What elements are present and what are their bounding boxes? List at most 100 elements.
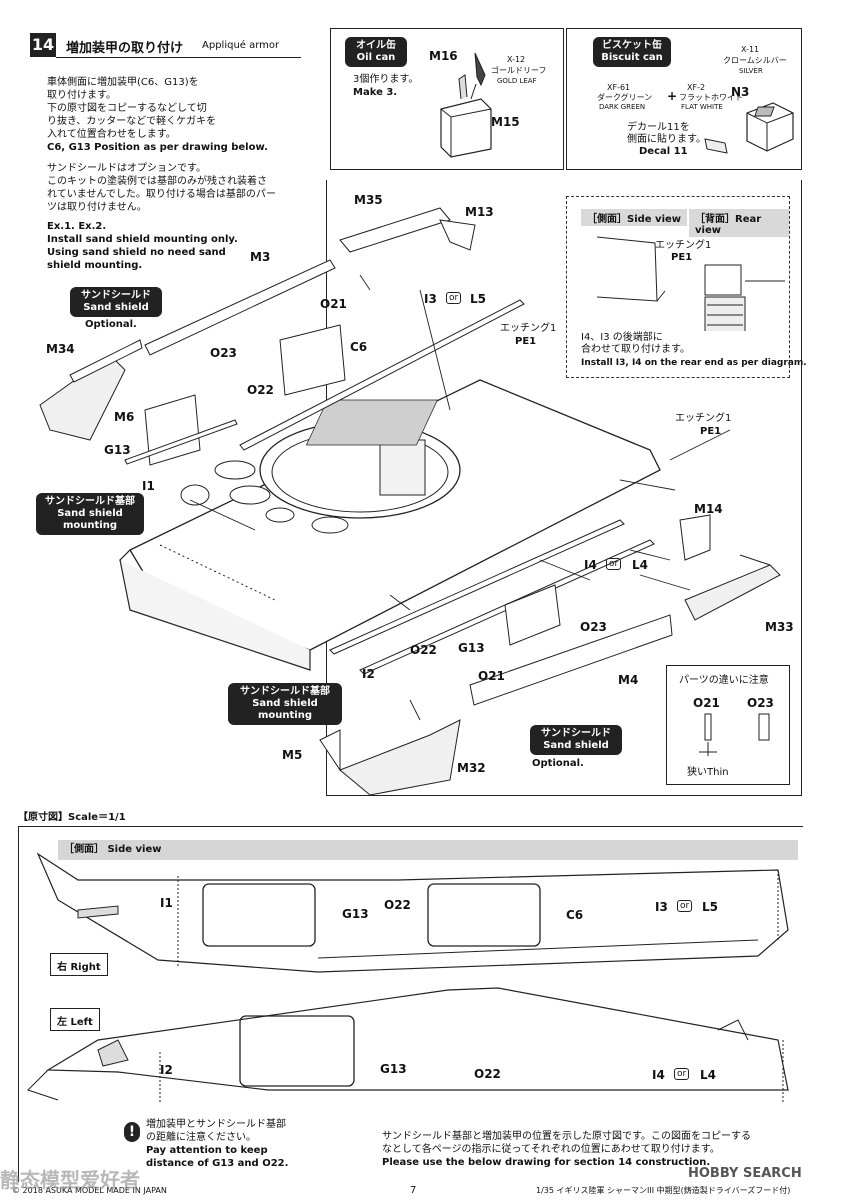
scale-l4: L4	[700, 1068, 716, 1082]
label-or-mid: or	[606, 558, 622, 570]
inset-note-en: Install I3, I4 on the rear end as per di…	[581, 358, 807, 368]
attention-en-2: distance of G13 and O22.	[146, 1158, 289, 1169]
part-m16: M16	[429, 49, 458, 63]
step-instructions: 車体側面に増加装甲(C6、G13)を 取り付けます。 下の原寸図をコピーするなど…	[47, 76, 276, 272]
sand-shield-badge-top-jp: サンドシールド	[81, 290, 151, 301]
label-g13-left: G13	[104, 443, 131, 457]
label-g13-right: G13	[458, 641, 485, 655]
paint3-code: XF-2	[687, 83, 706, 92]
label-m34: M34	[46, 342, 75, 356]
copy-jp-2: なとして各ページの指示に従ってそれぞれの位置にあわせて取り付けます。	[382, 1144, 720, 1155]
biscuit-badge: ビスケット缶 Biscuit can	[593, 37, 671, 67]
label-o23-mid: O23	[580, 620, 607, 634]
label-l5-top: L5	[470, 292, 486, 306]
paint3-jp: フラットホワイト	[679, 93, 743, 102]
inset-etch-jp: エッチング1	[655, 240, 712, 251]
opt-jp-2: このキットの塗装例では基部のみが残され装着さ	[47, 176, 267, 187]
scale-right-label: 右 Right	[57, 962, 101, 973]
label-o21-top: O21	[320, 297, 347, 311]
paint1-jp: クロームシルバー	[723, 56, 787, 65]
oil-can-badge-jp: オイル缶	[356, 40, 396, 51]
scale-l5: L5	[702, 900, 718, 914]
step-title-jp: 増加装甲の取り付け	[66, 41, 184, 56]
diff-a: O21	[693, 696, 720, 710]
scale-side-strip	[58, 840, 798, 860]
oil-can-box: オイル缶 Oil can M16 X-12 ゴールドリーフ GOLD LEAF …	[330, 28, 564, 170]
paint1-code: X-11	[741, 45, 760, 54]
opt-jp-4: ツは取り付けません。	[47, 202, 147, 213]
scale-i2: I2	[160, 1063, 173, 1077]
inset-side-view: ［側面］Side view	[581, 209, 688, 226]
scale-i3: I3	[655, 900, 668, 914]
watermark-right: HOBBY SEARCH	[688, 1166, 802, 1181]
biscuit-badge-en: Biscuit can	[601, 52, 663, 63]
oil-can-badge: オイル缶 Oil can	[345, 37, 407, 67]
oil-can-badge-en: Oil can	[356, 52, 396, 63]
inset-rear-view: ［背面］Rear view	[689, 209, 789, 237]
instr-jp-4: り抜き、カッターなどで軽くケガキを	[47, 116, 217, 127]
scale-o22-left: O22	[474, 1067, 501, 1081]
label-m32: M32	[457, 761, 486, 775]
label-l4-top: L4	[632, 558, 648, 572]
ex-label: Ex.1. Ex.2.	[47, 221, 107, 232]
part-n3: N3	[731, 85, 750, 99]
instr-jp-1: 車体側面に増加装甲(C6、G13)を	[47, 77, 199, 88]
paint2-code: XF-61	[607, 83, 631, 92]
sand-shield-badge-bottom-jp: サンドシールド	[541, 728, 611, 739]
scale-i1: I1	[160, 896, 173, 910]
part-m15: M15	[491, 115, 520, 129]
scale-g13-left: G13	[380, 1062, 407, 1076]
scale-right-tag: 右 Right	[50, 953, 108, 976]
label-m5: M5	[282, 748, 303, 762]
inset-drawing	[596, 236, 785, 331]
ex-line3: shield mounting.	[47, 260, 143, 271]
paint-code-x12: X-12	[507, 55, 526, 64]
hull-drawing	[39, 207, 781, 796]
label-etch-right: エッチング1	[675, 413, 732, 424]
scale-drawing	[27, 852, 789, 1102]
diff-title: パーツの違いに注意	[679, 675, 769, 686]
mount-badge-center: サンドシールド基部 Sand shield mounting	[228, 683, 342, 725]
label-m14: M14	[694, 502, 723, 516]
label-m13: M13	[465, 205, 494, 219]
paint1-en: SILVER	[739, 67, 763, 75]
label-i3-top: I3	[424, 292, 437, 306]
label-o22-top: O22	[247, 383, 274, 397]
paint2-en: DARK GREEN	[599, 103, 646, 111]
scale-left-tag: 左 Left	[50, 1008, 100, 1031]
paint2-jp: ダークグリーン	[597, 93, 653, 102]
label-o23-top: O23	[210, 346, 237, 360]
diff-drawing	[699, 713, 770, 756]
attention-en-1: Pay attention to keep	[146, 1145, 268, 1156]
copy-jp-1: サンドシールド基部と増加装甲の位置を示した原寸図です。この図面をコピーする	[382, 1131, 751, 1142]
footer-product: 1/35 イギリス陸軍 シャーマンIII 中期型(鋳造製ドライバーズフード付)	[536, 1186, 791, 1195]
decal-swatch	[704, 138, 728, 154]
label-etch-top: エッチング1	[500, 323, 557, 334]
attention-icon: !	[124, 1122, 140, 1142]
label-i2: I2	[362, 667, 375, 681]
label-c6: C6	[350, 340, 368, 354]
inset-note-jp-1: I4、I3 の後端部に	[581, 332, 663, 343]
label-m33: M33	[765, 620, 794, 634]
label-o22-mid: O22	[410, 643, 437, 657]
rear-inset: ［側面］Side view ［背面］Rear view エッチング1 PE1 I…	[566, 196, 807, 378]
label-o21-mid: O21	[478, 669, 505, 683]
mount-badge-left: サンドシールド基部 Sand shield mounting	[36, 493, 144, 535]
inset-etch-en: PE1	[671, 252, 693, 263]
step-header: 14 増加装甲の取り付け Appliqué armor	[30, 33, 301, 59]
inset-note-jp-2: 合わせて取り付けます。	[581, 344, 690, 355]
sand-shield-badge-bottom: サンドシールド Sand shield	[530, 725, 622, 755]
ex-line2: Using sand shield no need sand	[47, 247, 226, 258]
instr-jp-5: 入れて位置合わせをします。	[47, 129, 176, 140]
instr-jp-3: 下の原寸図をコピーするなどして切	[47, 103, 207, 114]
diff-thin: 狭いThin	[687, 767, 729, 778]
sand-shield-badge-top: サンドシールド Sand shield	[70, 287, 162, 317]
opt-jp-1: サンドシールドはオプションです。	[47, 163, 206, 174]
decal-en: Decal 11	[639, 146, 688, 157]
mount-badge-center-jp: サンドシールド基部	[240, 686, 330, 697]
scale-c6: C6	[566, 908, 584, 922]
attention-jp-1: 増加装甲とサンドシールド基部	[146, 1119, 286, 1130]
step-title-en: Appliqué armor	[202, 40, 280, 51]
paint-en-gold: GOLD LEAF	[497, 77, 537, 85]
copy-note: サンドシールド基部と増加装甲の位置を示した原寸図です。この図面をコピーする なと…	[382, 1130, 751, 1169]
